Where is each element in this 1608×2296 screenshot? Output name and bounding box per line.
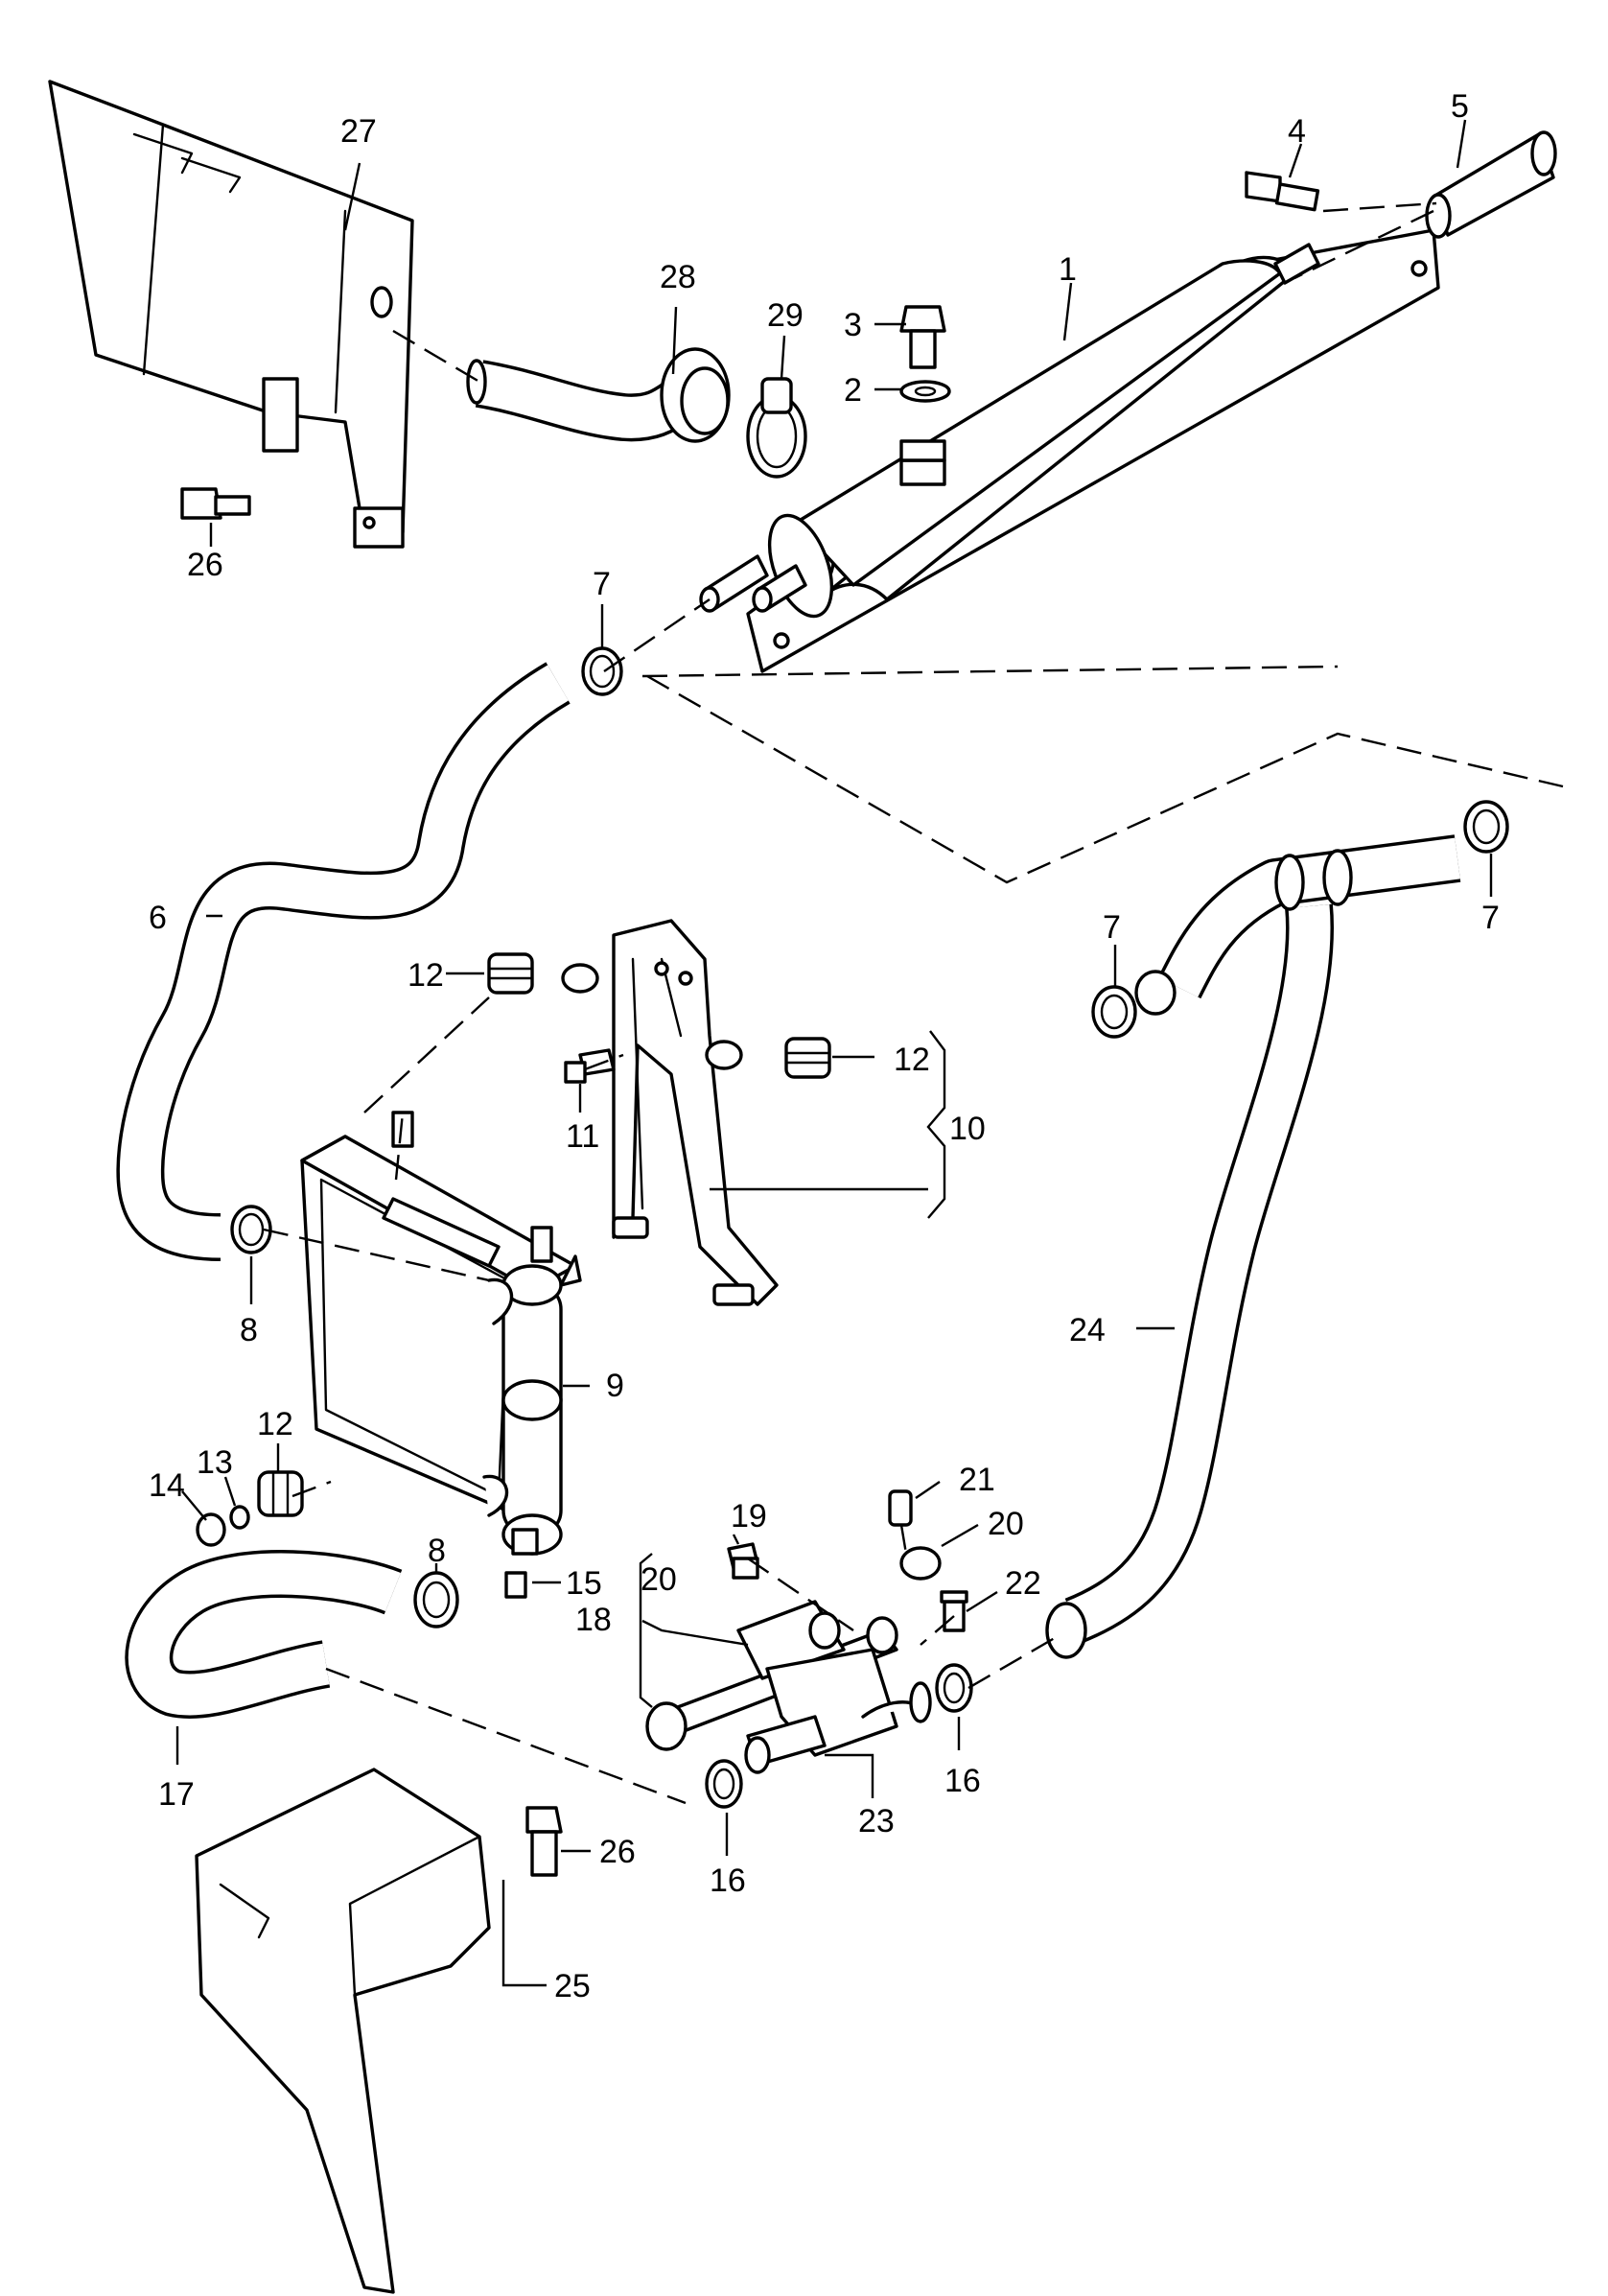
bracket-10 [612,919,779,1306]
callout-7-left: 7 [1103,909,1121,946]
nut-14 [196,1512,226,1547]
assembly-lines [263,201,1564,1805]
callout-28: 28 [660,259,696,295]
callout-6: 6 [149,900,167,936]
clamp-8-lower [413,1571,459,1628]
grommet-12-top [561,963,599,994]
leader-lines [175,119,1493,1987]
callout-20-left: 20 [641,1561,677,1598]
clip-15 [504,1571,527,1599]
callout-20-right: 20 [988,1506,1024,1542]
grommet-12-right [705,1040,743,1070]
callout-14: 14 [149,1467,185,1504]
callout-12-right: 12 [894,1042,930,1078]
washer-2 [899,380,951,403]
callout-9: 9 [606,1368,624,1404]
callout-15: 15 [566,1565,602,1602]
callout-26-upper: 26 [187,547,223,583]
bolt-26-upper [180,487,251,520]
duct-27 [48,80,414,549]
grommet-12-top-left [487,952,534,995]
clamp-8-upper [230,1205,272,1254]
heater-unit-1 [699,228,1440,673]
callout-18: 18 [575,1602,612,1638]
grommet-20 [899,1546,942,1581]
hose-24 [1045,834,1461,1659]
pipe-5 [1425,130,1557,239]
callout-12-left: 12 [408,957,444,994]
callout-26-lower: 26 [599,1834,636,1870]
callout-22: 22 [1005,1565,1041,1602]
hose-28 [466,347,731,443]
callout-7-upper: 7 [593,566,611,602]
callout-16-right: 16 [944,1763,981,1799]
radiator-9 [300,1111,582,1556]
grommet-12-far-right [784,1037,831,1079]
callout-27: 27 [340,113,377,150]
callout-2: 2 [844,372,862,409]
callout-24: 24 [1069,1312,1106,1348]
callout-8-lower: 8 [428,1533,446,1569]
callout-1: 1 [1059,251,1077,288]
callout-12-bottom: 12 [257,1406,293,1442]
callout-13: 13 [197,1444,233,1481]
callouts: 1 2 3 4 5 6 7 7 7 8 8 9 10 11 12 12 12 1… [149,88,1500,2004]
clamp-7-right [1463,800,1509,854]
clamp-29 [746,377,807,479]
callout-10: 10 [949,1111,986,1147]
pump-18 [645,1600,932,1774]
callout-21: 21 [959,1462,995,1498]
callout-23: 23 [858,1803,895,1839]
duct-25 [195,1768,491,2294]
callout-29: 29 [767,297,804,334]
clamp-7-upper [581,646,623,696]
callout-11: 11 [566,1118,599,1155]
washer-13 [229,1505,250,1530]
callout-17: 17 [158,1776,195,1813]
bolt-4 [1245,171,1320,212]
screw-19 [727,1542,759,1580]
callout-8-upper: 8 [240,1312,258,1348]
clamp-7-left [1091,985,1137,1039]
clamp-16-right [935,1663,973,1713]
screw-11 [564,1048,616,1084]
hose-17 [125,1550,403,1719]
callout-5: 5 [1451,88,1469,125]
callout-16-left: 16 [710,1863,746,1899]
callout-19: 19 [731,1498,767,1535]
callout-7-right: 7 [1481,900,1500,936]
callout-25: 25 [554,1968,591,2004]
hose-6 [116,662,571,1261]
bolt-26-lower [525,1806,563,1877]
clamp-16-left [705,1759,743,1809]
bolt-3 [899,305,946,369]
callout-4: 4 [1288,113,1306,150]
sleeve-21 [888,1489,913,1527]
callout-3: 3 [844,307,862,343]
